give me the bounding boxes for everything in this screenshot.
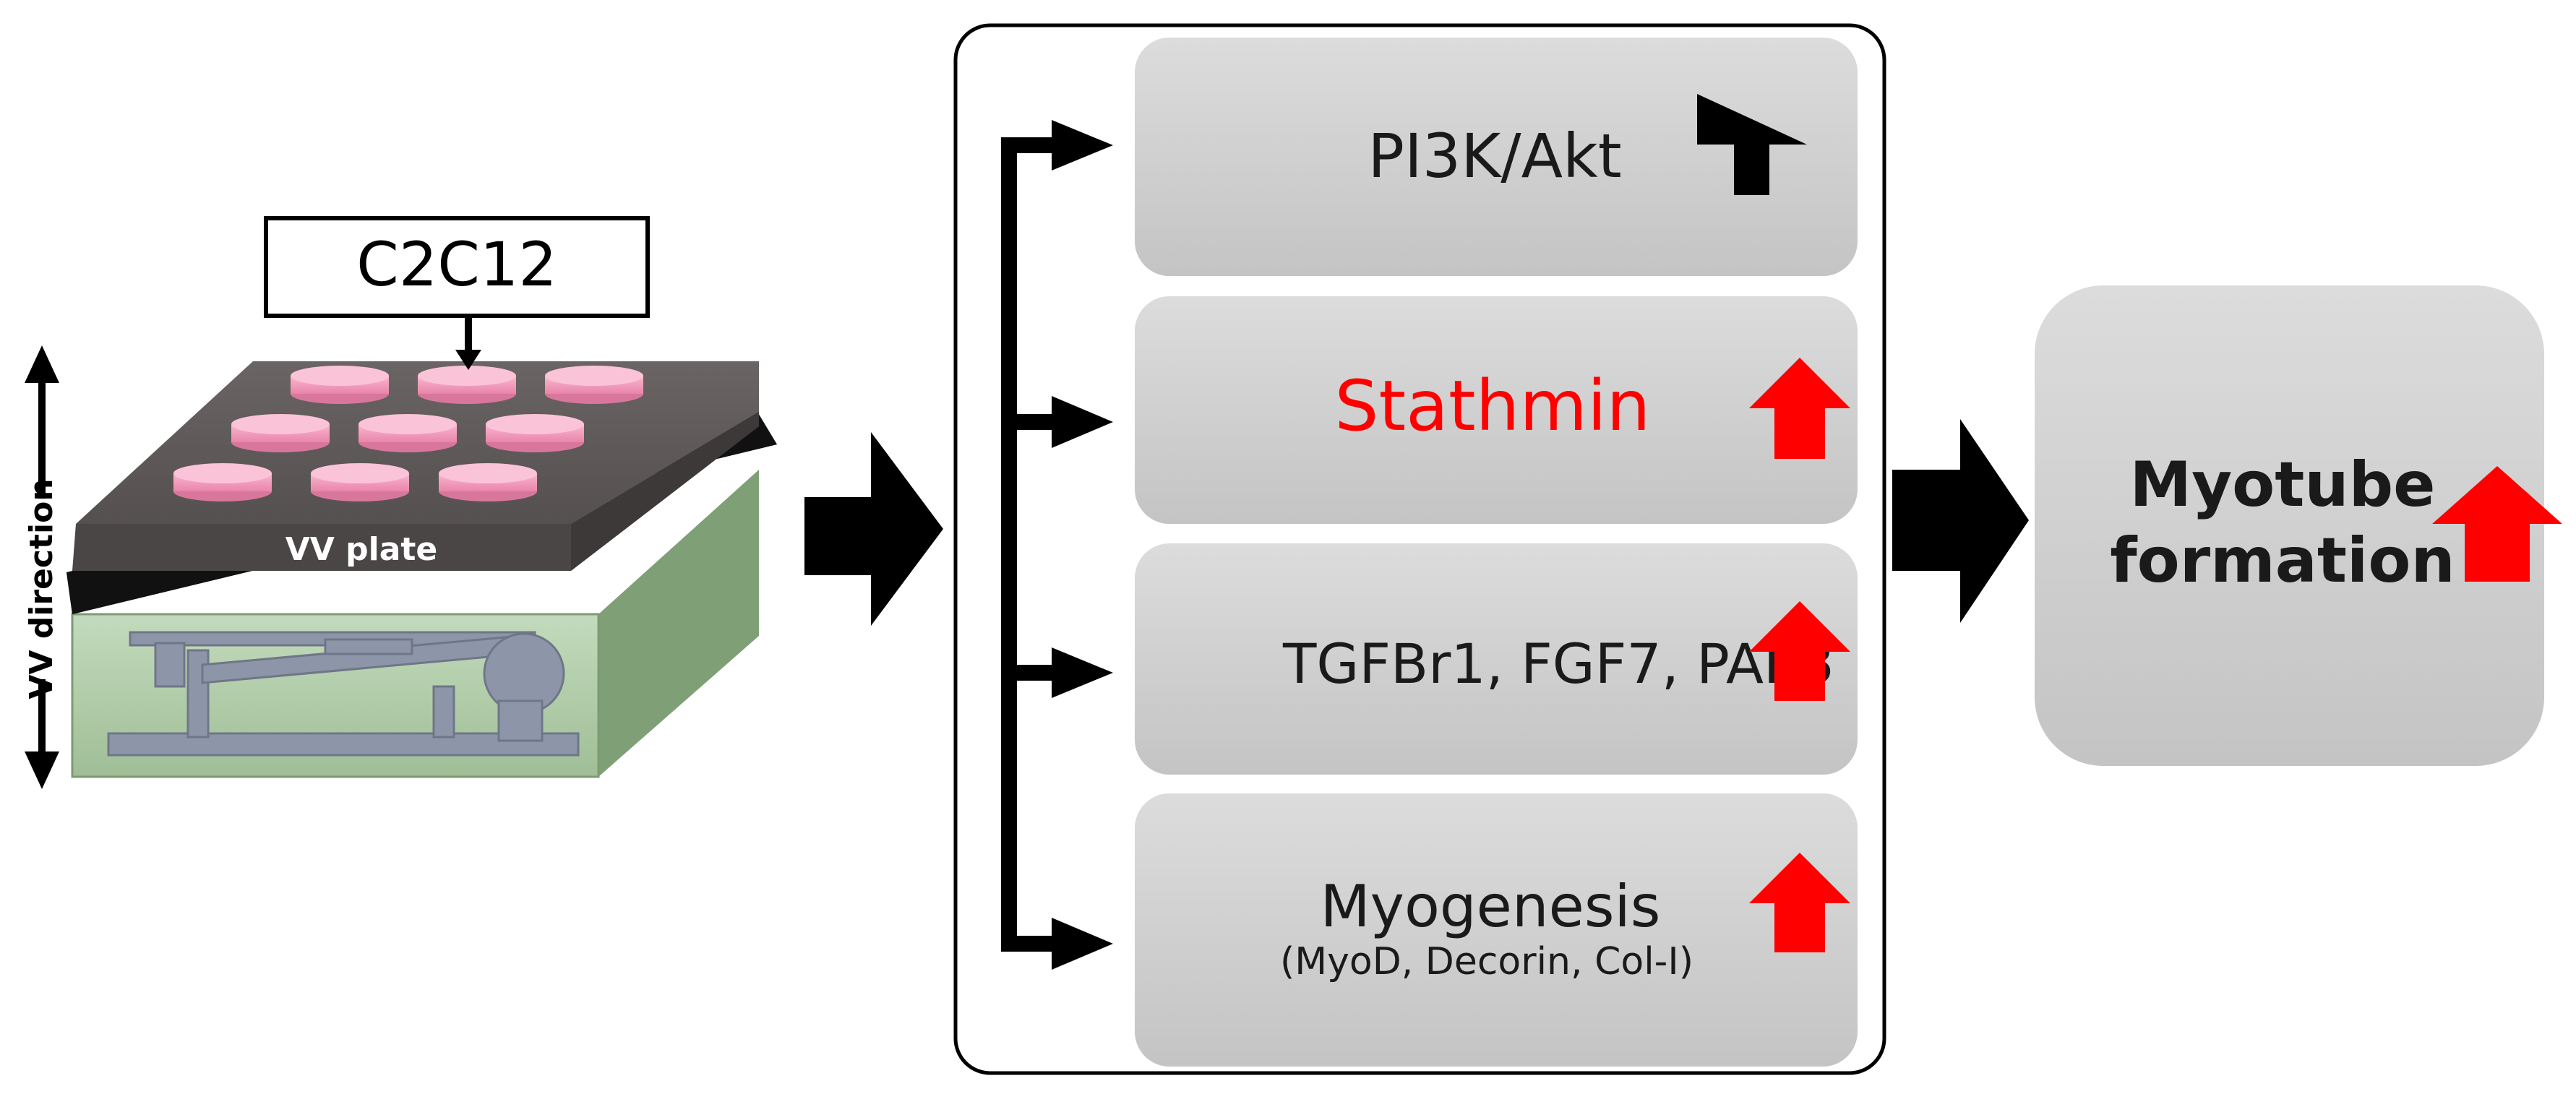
vibration-mechanism — [107, 631, 580, 757]
culture-dish — [311, 463, 409, 501]
cell-label-box — [264, 216, 650, 318]
culture-dish — [439, 463, 537, 501]
culture-dish — [418, 366, 516, 404]
up-arrow-red-icon — [1749, 601, 1850, 701]
culture-dish — [545, 366, 643, 404]
pathway-box-tgfbr1: TGFBr1, FGF7, PAK3 — [1135, 543, 1858, 775]
pathway-box-stathmin: Stathmin — [1135, 296, 1858, 524]
pathway-box-pi3k: PI3K/Akt — [1135, 38, 1858, 276]
culture-dish — [291, 366, 389, 404]
device-box-side — [598, 470, 759, 777]
pathway-label: PI3K/Akt — [1368, 121, 1621, 191]
pathway-box-myogenesis: Myogenesis (MyoD, Decorin, Col-I) — [1135, 793, 1858, 1067]
outcome-line2: formation — [2110, 525, 2455, 597]
culture-dishes — [173, 366, 643, 501]
pathway-sublabel: (MyoD, Decorin, Col-I) — [1280, 940, 1693, 983]
up-arrow-red-icon — [2432, 466, 2562, 582]
pathway-label: Stathmin — [1335, 366, 1651, 447]
cell-label: C2C12 — [356, 229, 557, 300]
vv-device: VV plate — [23, 216, 777, 789]
culture-dish — [359, 414, 457, 452]
direction-label: VV direction — [23, 478, 60, 699]
up-arrow-black-icon — [1697, 94, 1807, 195]
up-arrow-red-icon — [1749, 358, 1850, 459]
cell-pointer-head — [455, 350, 481, 370]
outcome-line1: Myotube — [2130, 449, 2436, 521]
pathway-label: Myogenesis — [1321, 873, 1661, 940]
bracket-connector — [1001, 120, 1113, 970]
pathway-label: TGFBr1, FGF7, PAK3 — [1282, 632, 1834, 696]
direction-arrow-up-head — [25, 345, 59, 383]
culture-dish — [486, 414, 584, 452]
culture-dish — [231, 414, 330, 452]
flow-arrow-2 — [1892, 419, 2029, 623]
culture-dish — [173, 463, 272, 501]
up-arrow-red-icon — [1749, 853, 1850, 952]
outcome-box: Myotube formation — [2035, 285, 2562, 766]
plate-label: VV plate — [285, 531, 438, 568]
direction-arrow-down-head — [25, 751, 59, 789]
vv-plate-side — [571, 361, 759, 571]
flow-arrow-1 — [804, 432, 943, 626]
